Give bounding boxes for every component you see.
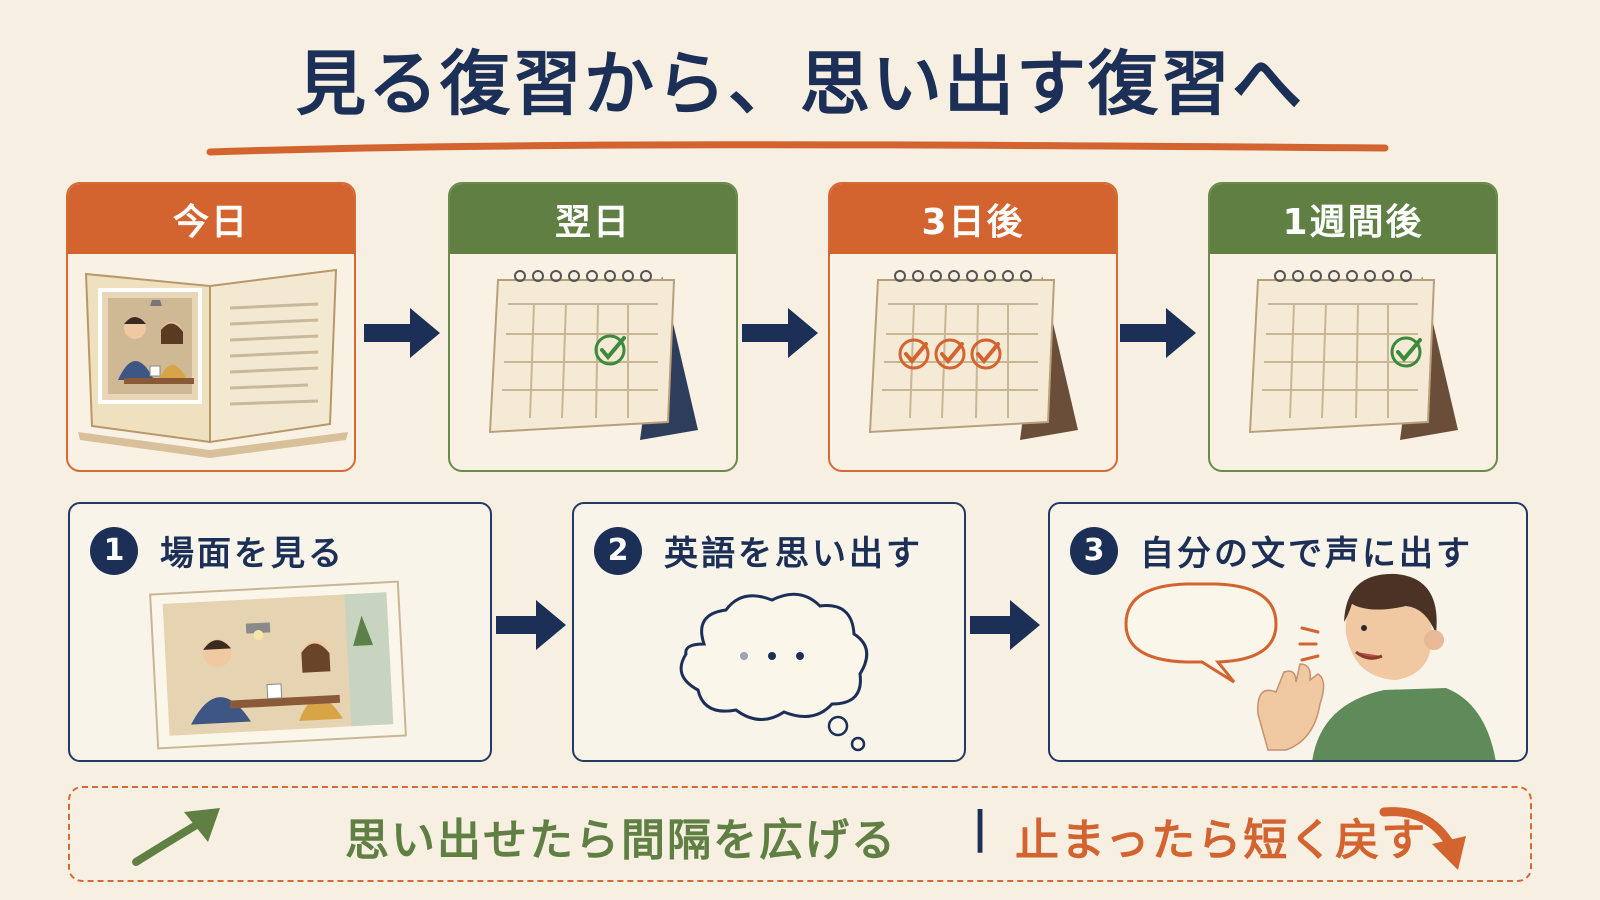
step-label: 場面を見る [160,534,345,574]
arrow-right-icon [970,600,1040,650]
calendar-icon [1248,270,1458,440]
calendar-icon [488,270,698,440]
step-number: 1 [90,526,138,575]
stage-today: 今日 [66,182,356,472]
step-label: 英語を思い出す [664,534,923,574]
banner-right-text: 止まったら短く戻す [1015,815,1428,866]
step-number: 3 [1070,526,1118,575]
step-say-own-sentence: 3 自分の文で声に出す [1048,502,1528,762]
speaking-person-icon [1124,573,1496,760]
stage-label: 3日後 [830,184,1116,254]
stage-one-week-later: 1週間後 [1208,182,1498,472]
bottom-banner: 思い出せたら間隔を広げる | 止まったら短く戻す [68,786,1532,882]
thought-bubble-icon [679,592,869,752]
step-see-scene: 1 場面を見る [68,502,492,762]
arrow-right-icon [364,308,440,358]
banner-left-text: 思い出せたら間隔を広げる [345,815,897,866]
banner-separator: | [972,802,989,853]
check-icon [898,338,1002,370]
page-title: 見る復習から、思い出す復習へ [296,43,1304,125]
step-number: 2 [594,526,642,575]
stage-label: 1週間後 [1210,184,1496,254]
step-label: 自分の文で声に出す [1140,534,1473,574]
title-underline [206,141,1389,156]
arrow-down-right-icon [1379,807,1466,870]
check-icon [1390,336,1422,368]
arrow-right-icon [742,308,818,358]
cafe-photo-icon [149,580,407,750]
calendar-icon [868,270,1078,440]
open-book-icon [78,268,348,458]
stage-label: 今日 [68,184,354,254]
arrow-right-icon [496,600,566,650]
stage-next-day: 翌日 [448,182,738,472]
stage-three-days-later: 3日後 [828,182,1118,472]
arrow-right-icon [1120,308,1196,358]
arrow-up-right-icon [132,808,220,866]
stage-label: 翌日 [450,184,736,254]
step-recall-english: 2 英語を思い出す [572,502,966,762]
check-icon [594,334,626,366]
